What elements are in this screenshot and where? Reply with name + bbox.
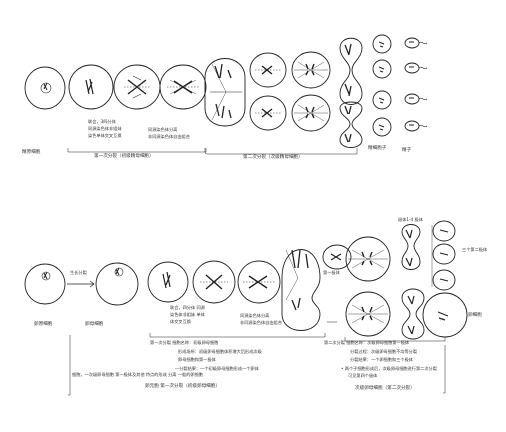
bottom-cell-6 [281,249,321,331]
bottom-bracket-second [344,337,446,342]
top-sperm [404,37,428,132]
bottom-cell-3 [147,261,189,303]
label-top-second-caption: 第二次分裂（次级精母细胞） [243,155,303,160]
bottom-dividing-polar [401,224,421,270]
label-bottom-second-block-5: 可见第四个极体 [348,373,378,378]
label-second-polar-bodies: 三个第二极体 [462,247,488,252]
label-growth: 生长分裂 [70,270,87,275]
top-cell-8 [291,51,331,89]
label-spermatid: 精细胞子 [368,146,387,151]
bottom-first-polar-body [322,244,352,270]
label-bottom-first-right-1: 同源染色体分离 [240,313,270,318]
label-egg-cell: 卵细胞 [468,313,482,318]
bottom-bracket-first [149,333,326,338]
top-cell-3 [113,64,161,110]
top-cell-6 [249,52,287,88]
top-cell-4 [159,64,207,110]
label-top-first-note-1: 联会，3四分体 [88,119,116,124]
bottom-cell-2 [95,262,139,306]
label-sperm: 精子 [402,148,412,153]
top-spermatids [372,34,392,137]
label-top-first-caption: 第一次分裂（初级精母细胞） [94,154,154,159]
label-bottom-first-right-2: 非同源染色体自由组合 [240,320,282,325]
label-bottom-second-block-2: 分裂过程：次级卵母细胞不均等分裂 [350,349,418,354]
label-top-first-note-2: 同源染色体非姐妹 [88,126,122,131]
top-cell-2 [68,64,114,110]
bottom-bracket-right [443,345,446,394]
label-bottom-second-block-4: • 两个子细胞形成后，次级卵母细胞进行第二次分裂 [341,366,437,371]
top-cell-7 [249,95,287,131]
label-primary-oocyte: 卵母细胞 [85,322,104,327]
label-bottom-first-caption: 卵元胞 第一次分裂（初级卵母细胞） [145,384,220,389]
label-polar-bodies-top: 极体1-4 极体 [398,217,423,222]
bottom-cell-dividing-egg [401,288,425,340]
label-bottom-first-block-5: 细胞，一次级卵母细胞 第一极体及其他 特点的形成 分离 一般的卵细胞 [72,372,203,377]
top-bracket-first [67,148,207,153]
label-top-first-note-3: 染色单体交叉互换 [88,133,122,138]
label-bottom-first-block-4: —分裂结果：一个初级卵母细胞形成一个卵体 [175,366,259,371]
label-bottom-first-note-2: 染色体非姐妹 单体 [170,312,205,317]
top-bracket-second [204,148,358,155]
label-bottom-first-block-3: 卵母细胞和第一极体 [178,357,216,362]
label-bottom-first-block-2: 形成场所：初级卵母细胞体积增大后形成次级 [178,349,262,354]
label-spermatogonium: 精原细胞 [22,150,41,155]
bottom-cell-oocyte-large [345,291,391,337]
bottom-cell-5 [237,260,281,304]
label-bottom-second-block-3: 分裂结果：一个卵细胞和三个极体 [350,357,413,362]
label-oogonium: 卵原细胞 [34,322,53,327]
bottom-secondary-oocyte [345,236,391,282]
label-bottom-first-note-1: 联会，四分体 同源 [170,305,205,310]
label-bottom-first-note-3: 体交叉互换 [170,319,191,324]
top-cell-1 [24,66,66,110]
label-first-polar-body: 第一极体 [323,270,340,275]
bottom-polar-bodies-right [432,220,456,291]
top-cell-9 [291,94,331,132]
top-cell-5 [204,58,246,127]
top-cell-11 [339,101,363,148]
label-bottom-second-caption: 次级卵母细胞（第二次分裂） [355,386,415,391]
top-cell-10 [339,37,363,105]
label-bottom-first-block-1: 第一次分裂 细胞名称：初级卵母细胞 [150,340,219,345]
growth-arrow [67,280,95,288]
label-top-first-right-1: 同源染色体分离 [148,127,178,132]
bottom-cell-1 [24,263,66,305]
label-top-first-right-2: 非同源染色体自由组合 [148,134,190,139]
label-bottom-second-block-1: 第二次分裂 细胞名称：次级卵母细胞第一极体 [324,340,410,345]
bottom-cell-4 [192,260,236,304]
bottom-egg-cell [422,292,468,338]
bottom-bracket-left [68,335,71,396]
